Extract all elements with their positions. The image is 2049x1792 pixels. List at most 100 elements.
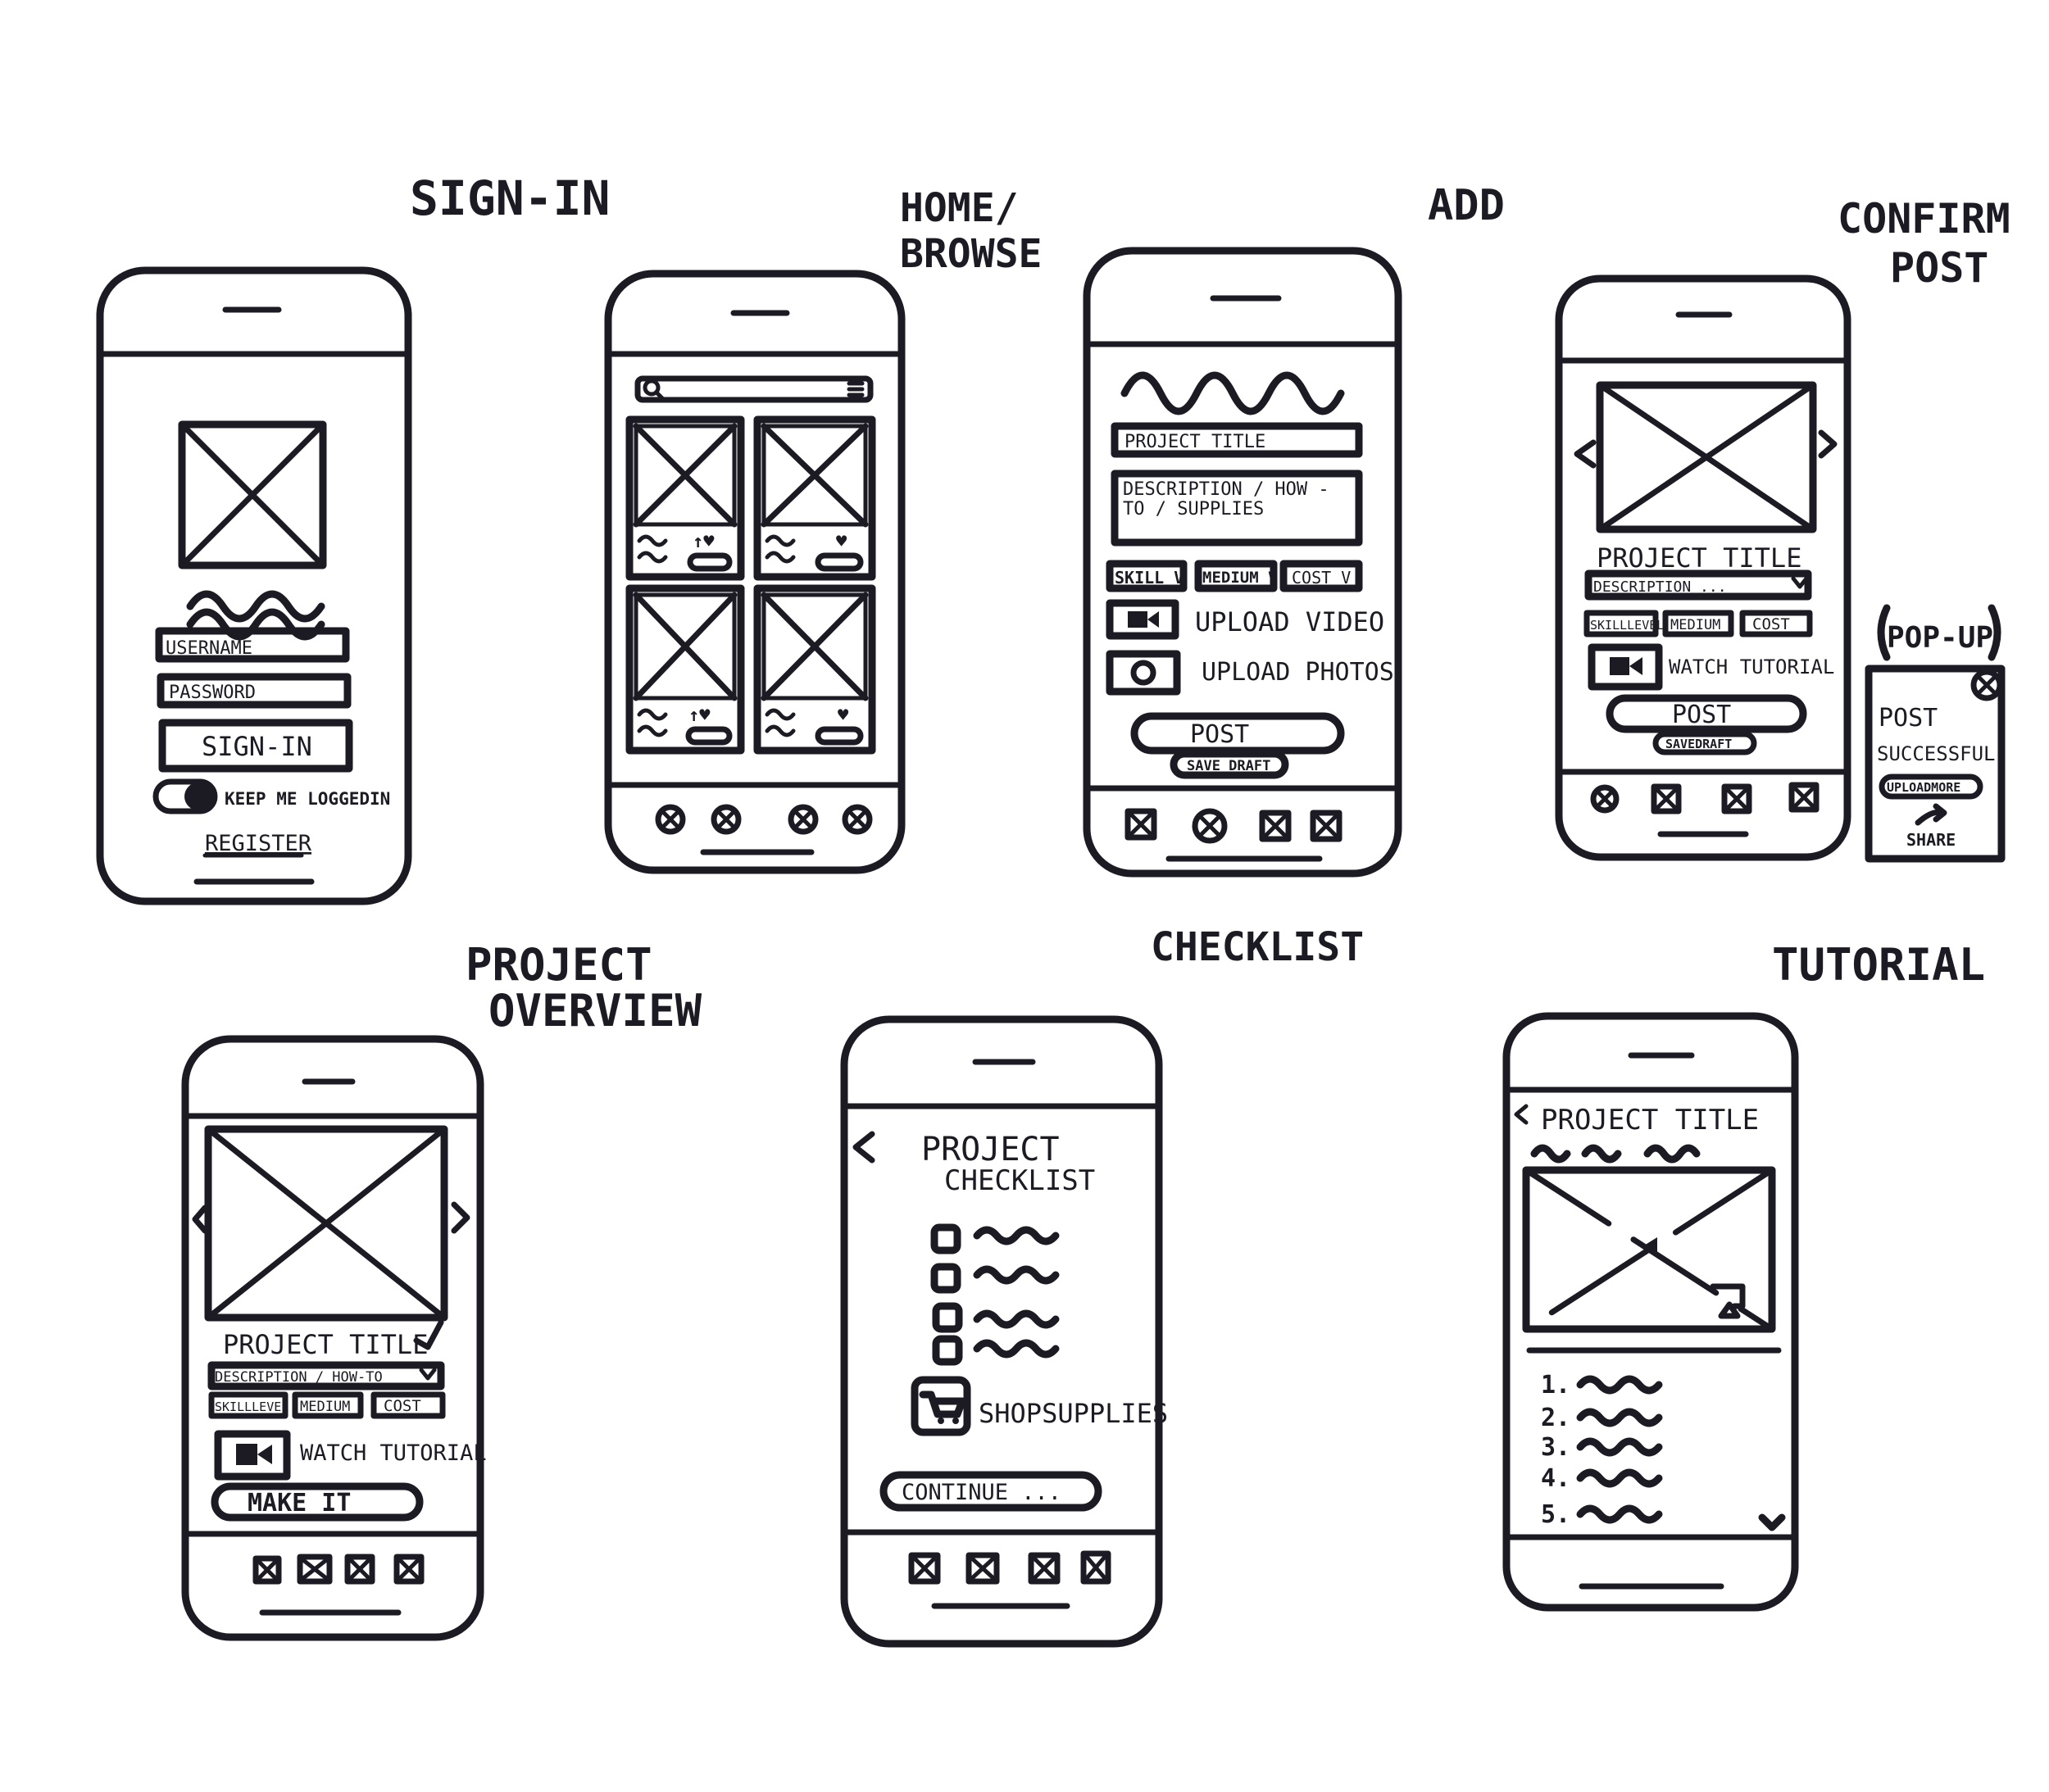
like-icon[interactable]: ♥ (836, 532, 847, 552)
chevron-down-icon (1791, 576, 1809, 589)
phone-frame (840, 1015, 1163, 1648)
register-link[interactable]: REGISTER (205, 831, 312, 856)
video-camera-icon[interactable] (214, 1430, 291, 1481)
make-it-button[interactable] (211, 1482, 424, 1522)
nav-search-icon[interactable] (965, 1552, 1000, 1585)
step-number: 1. (1541, 1371, 1570, 1400)
description-text: DESCRIPTION ... (1593, 578, 1727, 596)
skill-level-tag (208, 1391, 288, 1419)
checklist-item[interactable] (932, 1335, 1060, 1366)
project-card[interactable]: ♥ (753, 584, 876, 755)
description-dropdown[interactable] (207, 1361, 445, 1391)
tutorial-title: TUTORIAL (1772, 939, 1985, 991)
checklist-title: CHECKLIST (1151, 924, 1364, 970)
camera-icon[interactable] (1106, 650, 1181, 696)
description-placeholder-2: TO / SUPPLIES (1123, 499, 1264, 519)
save-pill (687, 552, 733, 572)
password-field[interactable] (157, 673, 352, 709)
description-field[interactable] (1111, 470, 1363, 547)
checklist-item[interactable] (930, 1223, 1060, 1254)
upload-more-button[interactable] (1879, 774, 1983, 800)
nav-add-icon[interactable] (344, 1554, 375, 1585)
nav-search-icon[interactable] (297, 1554, 333, 1585)
upload-video-label[interactable]: UPLOAD VIDEO (1195, 606, 1384, 637)
step-text (1576, 1468, 1663, 1488)
nav-search-icon[interactable] (711, 804, 742, 835)
nav-home-icon[interactable] (1124, 808, 1157, 841)
nav-profile-icon[interactable] (393, 1554, 425, 1585)
phone-frame (604, 270, 906, 874)
nav-profile-icon[interactable] (842, 804, 873, 835)
step-number: 5. (1541, 1500, 1570, 1529)
nav-profile-icon[interactable] (1080, 1550, 1111, 1585)
share-label[interactable]: SHARE (1906, 830, 1956, 850)
watch-tutorial-link[interactable]: WATCH TUTORIAL (300, 1440, 487, 1466)
video-camera-icon[interactable] (1588, 643, 1663, 691)
close-icon[interactable] (1970, 669, 2003, 701)
bottom-nav (1124, 808, 1343, 844)
description-dropdown[interactable] (1584, 569, 1812, 601)
nav-add-icon[interactable] (1028, 1552, 1061, 1585)
medium-label: MEDIUM (1670, 617, 1720, 633)
upload-photos-label[interactable]: UPLOAD PHOTOS (1202, 658, 1394, 687)
watch-tutorial-link[interactable]: WATCH TUTORIAL (1669, 656, 1834, 678)
nav-search-icon[interactable] (1192, 808, 1228, 844)
video-player[interactable] (1522, 1166, 1776, 1333)
shop-supplies-link[interactable]: SHOPSUPPLIES (979, 1398, 1168, 1429)
nav-profile-icon[interactable] (1788, 782, 1820, 813)
skill-select[interactable] (1106, 560, 1188, 592)
checklist-item[interactable] (930, 1263, 1060, 1294)
medium-select[interactable] (1194, 560, 1278, 592)
home-browse-screen: HOME/ BROWSE ↑♥ ♥ (604, 185, 1042, 874)
nav-home-icon[interactable] (908, 1552, 941, 1585)
medium-label: MEDIUM (300, 1399, 350, 1415)
nav-add-icon[interactable] (1259, 810, 1292, 842)
chevron-right-icon[interactable] (1818, 429, 1838, 459)
project-card[interactable]: ♥ (753, 415, 876, 581)
bottom-nav (655, 804, 873, 835)
username-field[interactable] (155, 627, 350, 663)
like-icon[interactable]: ↑♥ (688, 705, 711, 726)
nav-home-icon[interactable] (1590, 784, 1620, 814)
project-title-field[interactable] (1111, 422, 1363, 458)
chevron-left-icon[interactable] (1574, 439, 1597, 469)
like-icon[interactable]: ♥ (838, 705, 849, 726)
video-camera-icon[interactable] (1106, 599, 1179, 640)
cast-icon[interactable] (1710, 1283, 1746, 1319)
project-card[interactable]: ↑♥ (625, 584, 745, 755)
chevron-right-icon[interactable] (451, 1201, 470, 1234)
chevron-left-icon[interactable] (1514, 1104, 1529, 1125)
filter-menu-icon[interactable] (847, 381, 865, 397)
popup-card (1865, 665, 2006, 863)
nav-home-icon[interactable] (655, 804, 686, 835)
chevron-left-icon[interactable] (852, 1131, 875, 1164)
save-draft-button[interactable] (1170, 750, 1289, 779)
chevron-left-icon[interactable] (192, 1204, 208, 1234)
sign-in-button[interactable] (158, 719, 353, 773)
post-button[interactable] (1606, 694, 1807, 733)
like-icon[interactable]: ↑♥ (693, 532, 715, 552)
checklist-item[interactable] (932, 1302, 1060, 1333)
project-card[interactable]: ↑♥ (625, 415, 745, 581)
confirm-post-screen: CONFIRM POST PROJECT TITLE DESCRIPTION .… (1555, 195, 2010, 863)
nav-add-icon[interactable] (1721, 783, 1752, 814)
continue-button[interactable] (879, 1471, 1102, 1512)
nav-search-icon[interactable] (1651, 783, 1682, 814)
cost-select[interactable] (1279, 560, 1363, 592)
share-arrow-icon[interactable] (1915, 803, 1947, 826)
checkmark-icon[interactable] (413, 1319, 444, 1350)
keep-logged-in-toggle[interactable] (152, 778, 218, 814)
search-bar[interactable] (634, 375, 874, 403)
nav-add-icon[interactable] (788, 804, 819, 835)
nav-home-icon[interactable] (252, 1555, 282, 1585)
phone-frame (1083, 247, 1402, 878)
chevron-down-icon[interactable] (1758, 1513, 1786, 1531)
play-icon (1644, 1237, 1657, 1254)
save-draft-button[interactable] (1652, 731, 1757, 755)
meta-squiggle (1581, 1144, 1622, 1164)
cost-tag (1739, 610, 1813, 637)
shopping-cart-icon[interactable] (911, 1376, 971, 1436)
popup-message: POST (1879, 704, 1938, 733)
nav-profile-icon[interactable] (1310, 810, 1343, 842)
